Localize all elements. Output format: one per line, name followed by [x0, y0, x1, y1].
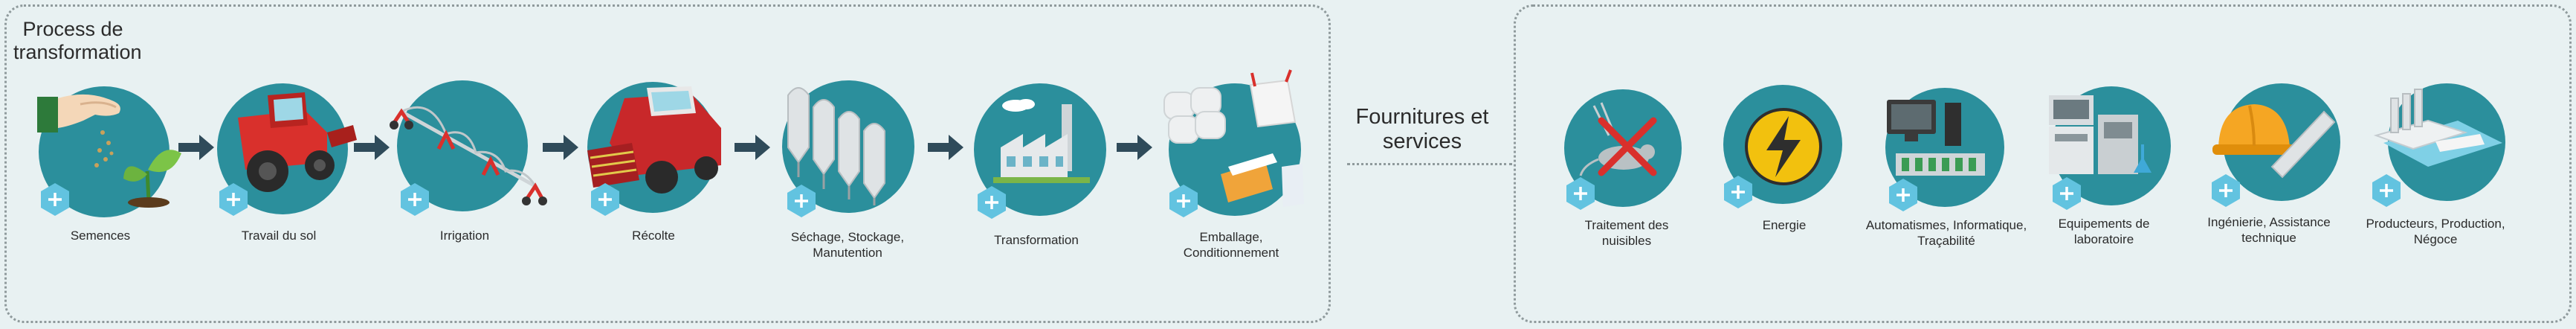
add-hex-icon[interactable]: [974, 185, 1010, 220]
service-label-laboratoire: Equipements de laboratoire: [2058, 217, 2150, 246]
lightning-icon: [1745, 108, 1822, 185]
add-hex-icon[interactable]: [397, 182, 433, 217]
computer-automation-icon: [1887, 100, 1985, 176]
tractor-icon: [238, 92, 357, 192]
seeds-hand-icon: [37, 94, 181, 208]
process-title: Process de transformation: [13, 18, 142, 63]
add-hex-icon[interactable]: [784, 183, 819, 219]
flow-arrow-icon: [735, 135, 770, 160]
hard-hat-icon: [2212, 104, 2336, 179]
add-hex-icon[interactable]: [216, 182, 251, 217]
flow-arrow-icon: [354, 135, 390, 160]
services-connector-line: [1347, 163, 1512, 165]
service-label-nuisibles: Traitement des nuisibles: [1584, 218, 1669, 248]
add-hex-icon[interactable]: [1885, 177, 1921, 213]
production-plant-icon: [2373, 89, 2502, 167]
process-panel: [4, 4, 1331, 323]
service-label-ingenierie: Ingénierie, Assistance technique: [2207, 215, 2331, 245]
add-hex-icon[interactable]: [1563, 176, 1598, 211]
services-panel: [1514, 4, 2572, 323]
service-label-automatismes: Automatismes, Informatique, Traçabilité: [1865, 218, 2027, 248]
lab-equipment-icon: [2049, 95, 2151, 174]
step-label-transformation: Transformation: [994, 233, 1079, 247]
add-hex-icon[interactable]: [1166, 183, 1201, 219]
silos-icon: [787, 87, 885, 205]
flow-arrow-icon: [543, 135, 578, 160]
flow-arrow-icon: [1117, 135, 1152, 160]
flow-arrow-icon: [178, 135, 214, 160]
factory-icon: [993, 99, 1090, 183]
add-hex-icon[interactable]: [2208, 173, 2244, 208]
service-label-energie: Energie: [1762, 218, 1807, 232]
pest-control-icon: [1579, 102, 1657, 176]
step-label-semences: Semences: [70, 229, 131, 243]
add-hex-icon[interactable]: [2369, 173, 2404, 208]
combine-harvester-icon: [587, 86, 721, 194]
flow-arrow-icon: [928, 135, 963, 160]
add-hex-icon[interactable]: [37, 182, 73, 217]
step-label-travail-du-sol: Travail du sol: [241, 229, 317, 243]
add-hex-icon[interactable]: [2049, 176, 2085, 211]
step-label-emballage: Emballage, Conditionnement: [1183, 230, 1279, 260]
step-label-sechage: Séchage, Stockage, Manutention: [790, 230, 905, 260]
packaging-icon: [1163, 69, 1304, 207]
service-label-producteurs: Producteurs, Production, Négoce: [2366, 217, 2505, 246]
step-label-recolte: Récolte: [632, 229, 675, 243]
services-title: Fournitures et services: [1355, 105, 1489, 153]
add-hex-icon[interactable]: [587, 182, 623, 217]
step-label-irrigation: Irrigation: [439, 229, 490, 243]
add-hex-icon[interactable]: [1720, 174, 1756, 210]
irrigation-pivot-icon: [390, 106, 547, 205]
